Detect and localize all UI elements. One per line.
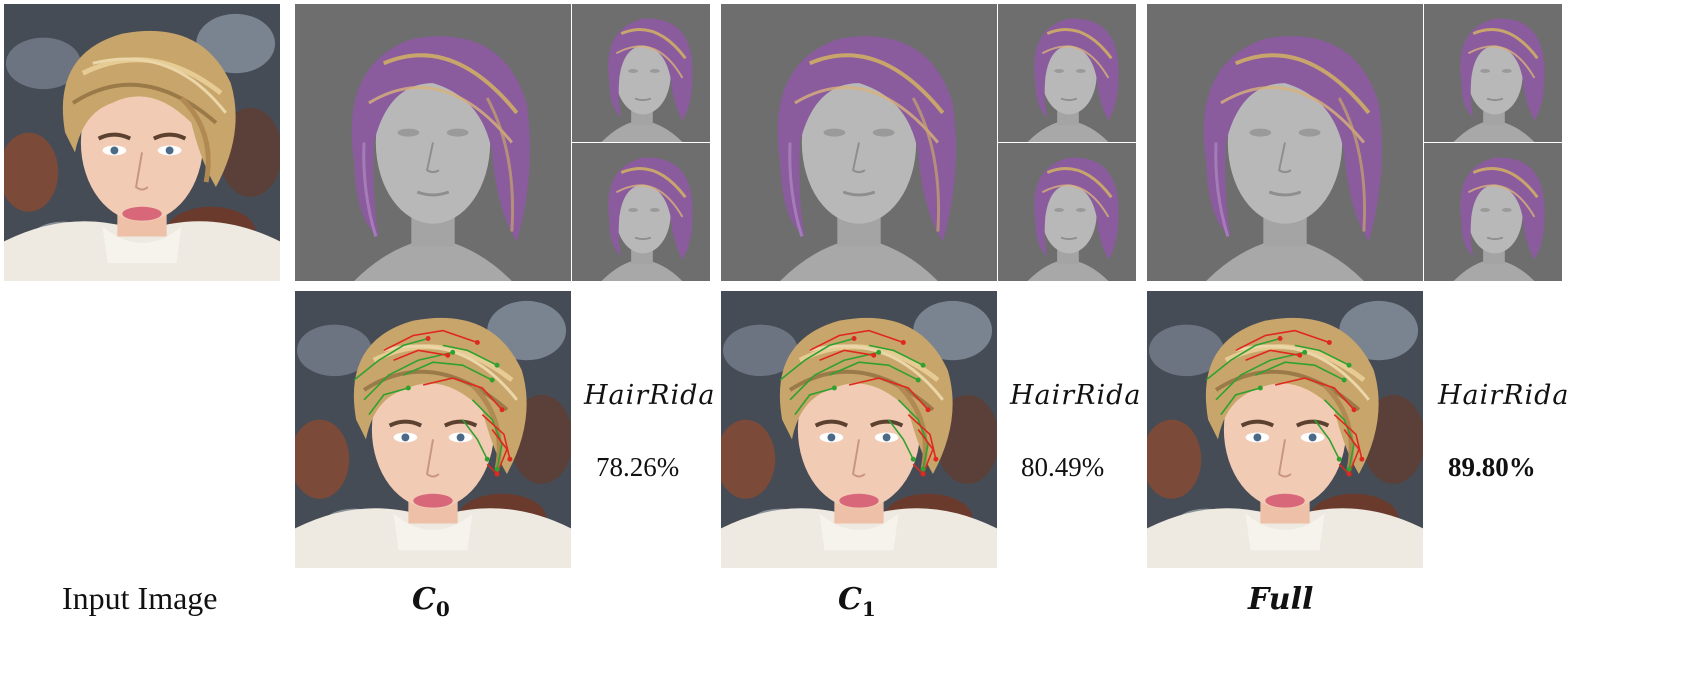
input-image [4,4,280,281]
metric-value-full: 89.80% [1448,452,1536,482]
render-front-c1 [721,4,997,281]
metric-name-c1: HairRida [1010,380,1142,411]
render-side-bottom-c1 [998,143,1136,281]
caption-full: Full [1248,582,1314,617]
caption-input-image: Input Image [62,580,218,616]
render-side-bottom-full [1424,143,1562,281]
render-front-c0 [295,4,571,281]
metric-name-c0: HairRida [584,380,716,411]
render-front-full [1147,4,1423,281]
render-side-bottom-c0 [572,143,710,281]
guide-overlay-full [1147,291,1423,568]
metric-name-full: HairRida [1438,380,1570,411]
guide-overlay-c0 [295,291,571,568]
render-side-top-full [1424,4,1562,142]
caption-c0: C0 [412,582,450,621]
render-side-top-c0 [572,4,710,142]
metric-value-c1: 80.49% [1021,452,1105,482]
guide-overlay-c1 [721,291,997,568]
metric-value-c0: 78.26% [596,452,680,482]
render-side-top-c1 [998,4,1136,142]
caption-c1: C1 [838,582,876,621]
